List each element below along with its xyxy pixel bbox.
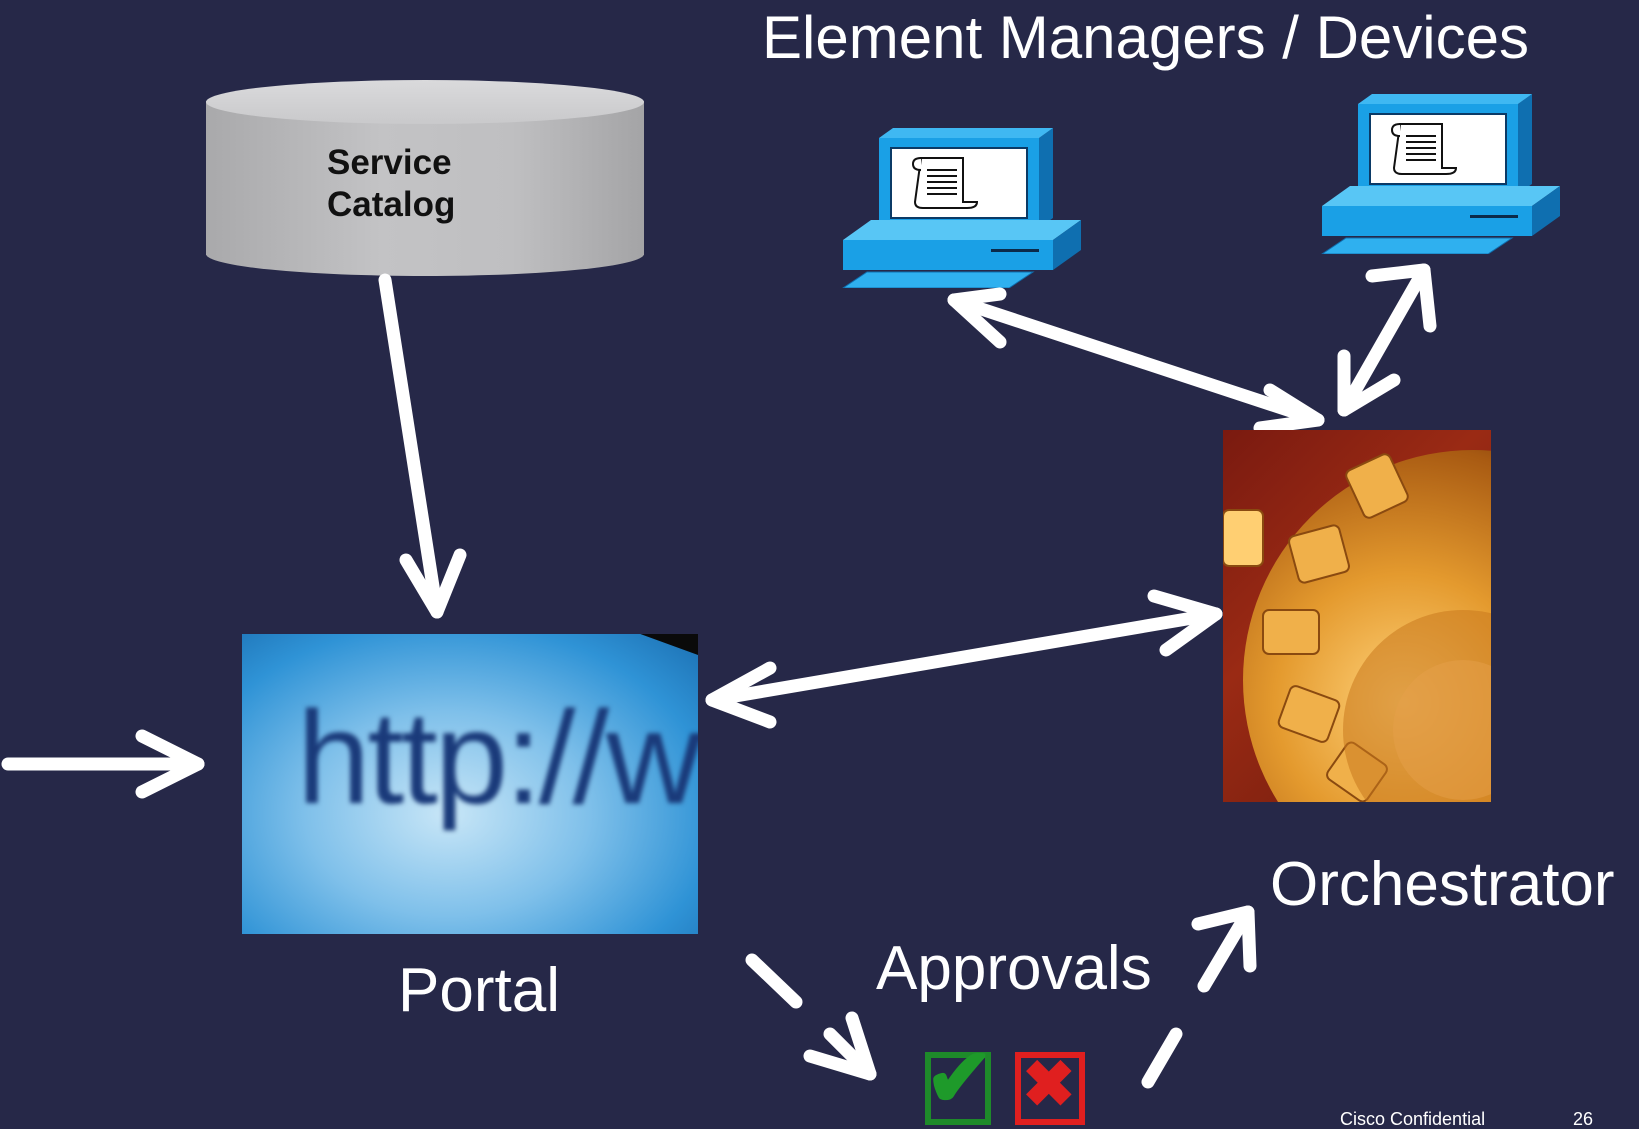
service-catalog-line2: Catalog [327, 185, 456, 224]
check-icon: ✔ [925, 1033, 994, 1124]
arrow-approvals-to-orchestrator [1141, 905, 1257, 1089]
approvals-label: Approvals [876, 934, 1152, 1003]
computer-icon-left [842, 128, 1081, 288]
reject-box [1015, 1052, 1085, 1125]
element-managers-title: Element Managers / Devices [762, 4, 1529, 71]
approve-box [925, 1052, 991, 1125]
service-catalog-line1: Service [327, 143, 452, 182]
portal-url-text: http://www [297, 684, 698, 831]
cylinder-body [206, 101, 644, 255]
footer-confidential: Cisco Confidential [1340, 1109, 1486, 1129]
footer-page-number: 26 [1573, 1109, 1594, 1129]
computer-icon-right [1321, 94, 1560, 254]
gear-icon [1223, 450, 1491, 802]
portal-image-corner [638, 634, 698, 664]
arrow-catalog-to-portal [378, 273, 467, 619]
arrow-portal-to-approvals [745, 953, 877, 1081]
arrow-portal-orchestrator [705, 589, 1223, 729]
orchestrator-gear-image [1223, 430, 1491, 802]
arrow-computer-left-orchestrator [947, 287, 1325, 435]
cylinder-top [206, 80, 644, 124]
portal-http-image: http://www [242, 634, 698, 934]
x-icon: ✖ [1022, 1048, 1076, 1120]
arrow-computer-right-orchestrator [1337, 263, 1437, 417]
service-catalog-label: Service Catalog [327, 142, 455, 226]
arrow-external-to-portal [1, 729, 205, 799]
orchestrator-label: Orchestrator [1270, 850, 1615, 919]
portal-label: Portal [398, 956, 560, 1025]
